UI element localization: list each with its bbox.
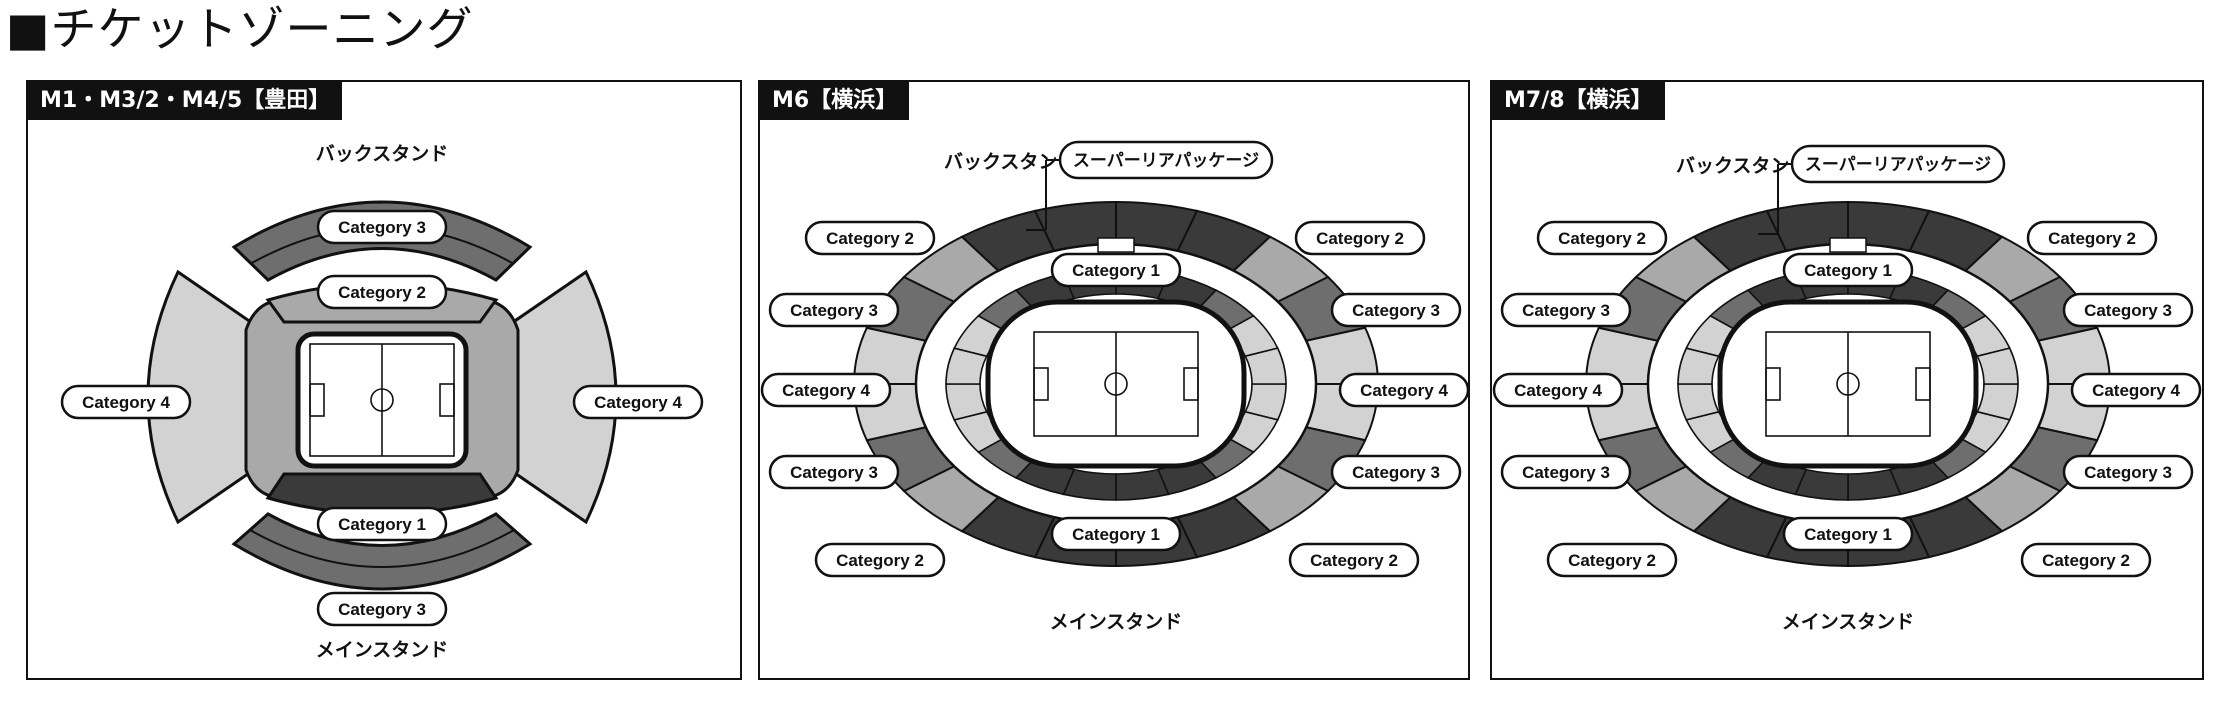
label-lr: Category 3 <box>1330 454 1462 490</box>
superior-package-label: スーパーリアパッケージ <box>1805 155 1991 175</box>
label-bottom-outer: Category 3 <box>316 591 448 627</box>
category-label-text: Category 3 <box>790 301 878 320</box>
football-pitch <box>1765 331 1931 437</box>
category-label-text: Category 3 <box>790 463 878 482</box>
label-ml: Category 4 <box>1492 372 1624 408</box>
label-tr: Category 2 <box>2026 220 2158 256</box>
labels-p3: Category 1 Category 2 Category 2 Category 3… <box>1492 220 2202 578</box>
category-label-text: Category 3 <box>338 218 426 237</box>
label-right: Category 4 <box>572 384 704 420</box>
seat-sector-inner <box>1847 468 1902 501</box>
label-tl: Category 2 <box>804 220 936 256</box>
category-label-text: Category 2 <box>836 551 924 570</box>
label-top-inner: Category 2 <box>316 274 448 310</box>
main-stand-label: メインスタンド <box>316 639 449 661</box>
back-stand-label: バックスタンド <box>316 143 448 165</box>
back-stand-label: バックスタンド <box>944 151 1076 173</box>
category-label-text: Category 2 <box>1316 229 1404 248</box>
label-ur: Category 3 <box>1330 292 1462 328</box>
category-label-text: Category 3 <box>1522 301 1610 320</box>
main-stand-label: メインスタンド <box>1050 611 1183 633</box>
football-pitch <box>1033 331 1199 437</box>
category-label-text: Category 4 <box>2092 381 2180 400</box>
label-bl: Category 2 <box>814 542 946 578</box>
category-label-text: Category 3 <box>338 600 426 619</box>
category-label-text: Category 2 <box>2042 551 2130 570</box>
category-label-text: Category 2 <box>2048 229 2136 248</box>
main-stand-label: メインスタンド <box>1782 611 1915 633</box>
category-label-text: Category 1 <box>1072 261 1160 280</box>
category-label-text: Category 2 <box>338 283 426 302</box>
category-label-text: Category 1 <box>1804 261 1892 280</box>
category-label-text: Category 1 <box>1804 525 1892 544</box>
superior-package-label: スーパーリアパッケージ <box>1073 151 1259 171</box>
category-label-text: Category 4 <box>82 393 170 412</box>
label-ul: Category 3 <box>768 292 900 328</box>
category-label-text: Category 3 <box>1352 463 1440 482</box>
category-label-text: Category 2 <box>1310 551 1398 570</box>
label-main-center: Category 1 <box>1050 516 1182 552</box>
category-label-text: Category 4 <box>594 393 682 412</box>
superior-package-callout: スーパーリアパッケージ <box>1758 144 2006 235</box>
back-stand-label: バックスタンド <box>1676 155 1808 177</box>
label-ll: Category 3 <box>1500 454 1632 490</box>
category-label-text: Category 4 <box>1514 381 1602 400</box>
category-label-text: Category 3 <box>1522 463 1610 482</box>
label-top-outer: Category 3 <box>316 209 448 245</box>
stadium-map-yokohama-m7-8: バックスタンド メインスタンド スーパーリアパッケージ Category 1Ca… <box>1492 144 2202 633</box>
label-br: Category 2 <box>2020 542 2152 578</box>
category-label-text: Category 4 <box>1360 381 1448 400</box>
label-ur: Category 3 <box>2062 292 2194 328</box>
category-label-text: Category 3 <box>1352 301 1440 320</box>
label-bl: Category 2 <box>1546 542 1678 578</box>
seat-sector-inner <box>1115 468 1170 501</box>
label-br: Category 2 <box>1288 542 1420 578</box>
label-ml: Category 4 <box>760 372 892 408</box>
label-ul: Category 3 <box>1500 292 1632 328</box>
stadium-map-yokohama-m6: バックスタンド メインスタンド スーパーリアパッケージ Category 1Ca… <box>760 140 1470 633</box>
venue-tab-yokohama-m7-8: M7/8【横浜】 <box>1492 82 1665 120</box>
category-label-text: Category 3 <box>2084 301 2172 320</box>
venue-tab-toyota: M1・M3/2・M4/5【豊田】 <box>28 82 343 120</box>
football-pitch <box>309 343 455 457</box>
superior-package-box <box>1097 237 1135 253</box>
venue-tab-yokohama-m6: M6【横浜】 <box>760 82 910 120</box>
labels-p2: Category 1 Category 2 Category 2 Category 3… <box>760 220 1470 578</box>
label-tl: Category 2 <box>1536 220 1668 256</box>
label-tr: Category 2 <box>1294 220 1426 256</box>
label-mr: Category 4 <box>1338 372 1470 408</box>
category-label-text: Category 1 <box>338 515 426 534</box>
label-lr: Category 3 <box>2062 454 2194 490</box>
seat-sector-inner <box>1244 347 1287 385</box>
label-bottom-inner: Category 1 <box>316 506 448 542</box>
page-title: ■チケットゾーニング <box>6 2 474 56</box>
category-label-text: Category 4 <box>782 381 870 400</box>
category-label-text: Category 2 <box>826 229 914 248</box>
label-left: Category 4 <box>60 384 192 420</box>
label-back-center: Category 1 <box>1782 252 1914 288</box>
superior-package-callout: スーパーリアパッケージ <box>1026 140 1274 231</box>
category-label-text: Category 3 <box>2084 463 2172 482</box>
superior-package-box <box>1829 237 1867 253</box>
labels-p1: Category 3 Category 2 Category 4 Category 4… <box>60 209 704 627</box>
label-main-center: Category 1 <box>1782 516 1914 552</box>
category-label-text: Category 2 <box>1568 551 1656 570</box>
label-mr: Category 4 <box>2070 372 2202 408</box>
label-ll: Category 3 <box>768 454 900 490</box>
label-back-center: Category 1 <box>1050 252 1182 288</box>
seat-sector-inner <box>1976 347 2019 385</box>
category-label-text: Category 1 <box>1072 525 1160 544</box>
category-label-text: Category 2 <box>1558 229 1646 248</box>
